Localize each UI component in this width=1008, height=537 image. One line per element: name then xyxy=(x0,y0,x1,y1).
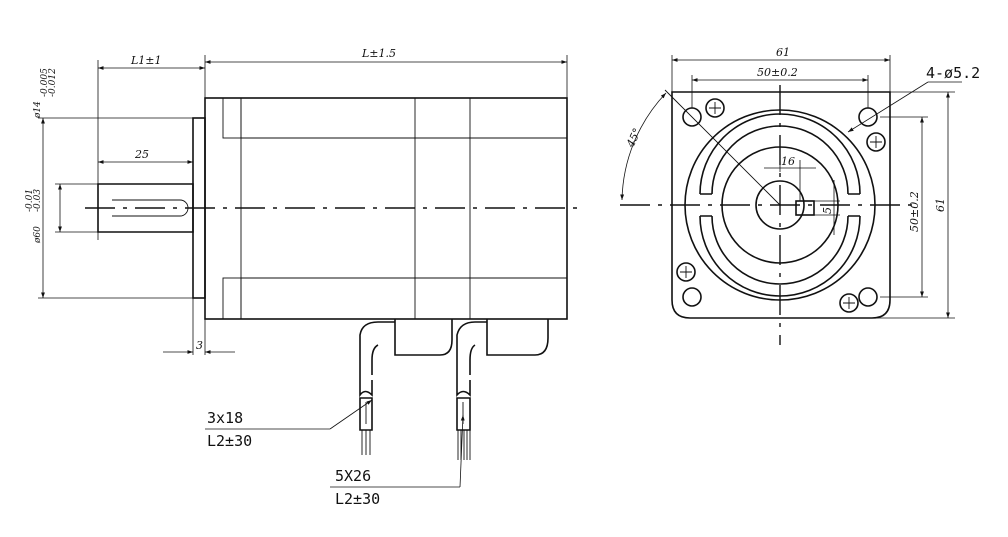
dim-pilot-tol-top: -0.01 xyxy=(25,189,35,212)
dim-key-w-label: 16 xyxy=(781,155,795,168)
endcap-detail-bottom xyxy=(222,277,242,320)
cable-gland-1 xyxy=(359,319,453,380)
dim-key-d-label: 5 xyxy=(821,207,834,214)
dim-pilot-label: ø60 xyxy=(33,226,43,244)
dim-angle-label: 45° xyxy=(624,126,644,150)
cable-labels: 3x18 L2±30 5X26 L2±30 xyxy=(205,399,465,508)
dim-height-label: 61 xyxy=(934,198,947,212)
front-shaft xyxy=(755,180,805,230)
screw-tr xyxy=(866,132,886,152)
screw-br xyxy=(839,293,859,313)
dim-shaft-len-label: 25 xyxy=(134,148,149,161)
dim-l1-label: L1±1 xyxy=(130,54,162,67)
mount-hole-bl xyxy=(682,287,702,307)
front-view: 61 50±0.2 4-ø5.2 45° 16 5 50±0.2 61 xyxy=(620,46,980,345)
dim-hole-v-label: 50±0.2 xyxy=(908,191,921,232)
cable2-len: L2±30 xyxy=(335,490,380,508)
screw-tl xyxy=(705,98,725,118)
screw-bl xyxy=(676,262,696,282)
cable1-spec: 3x18 xyxy=(207,409,243,427)
dim-l-label: L±1.5 xyxy=(361,47,396,60)
dim-holes-label: 4-ø5.2 xyxy=(926,64,980,82)
front-key xyxy=(795,200,815,216)
dim-shaft-dia-label: ø14 xyxy=(33,101,43,119)
dim-angle-arc xyxy=(620,92,667,201)
dim-shaft-tol-bot: -0.012 xyxy=(48,68,58,97)
cable1-len: L2±30 xyxy=(207,432,252,450)
dim-shaft-tol-top: -0.005 xyxy=(40,68,50,97)
dim-width-label: 61 xyxy=(776,46,790,59)
mount-hole-br xyxy=(858,287,878,307)
dim-hole-h-label: 50±0.2 xyxy=(757,66,798,79)
dim-pilot-tol-bot: -0.03 xyxy=(33,189,43,212)
endcap-detail-top xyxy=(222,97,242,139)
cable2-spec: 5X26 xyxy=(335,467,371,485)
side-view: L1±1 L±1.5 25 3 ø14 -0.005 -0.012 ø60 -0… xyxy=(25,47,580,460)
cable-gland-2 xyxy=(456,319,549,380)
dim-flange-label: 3 xyxy=(196,339,203,352)
cable-2 xyxy=(456,380,471,460)
cable-1 xyxy=(359,380,373,455)
